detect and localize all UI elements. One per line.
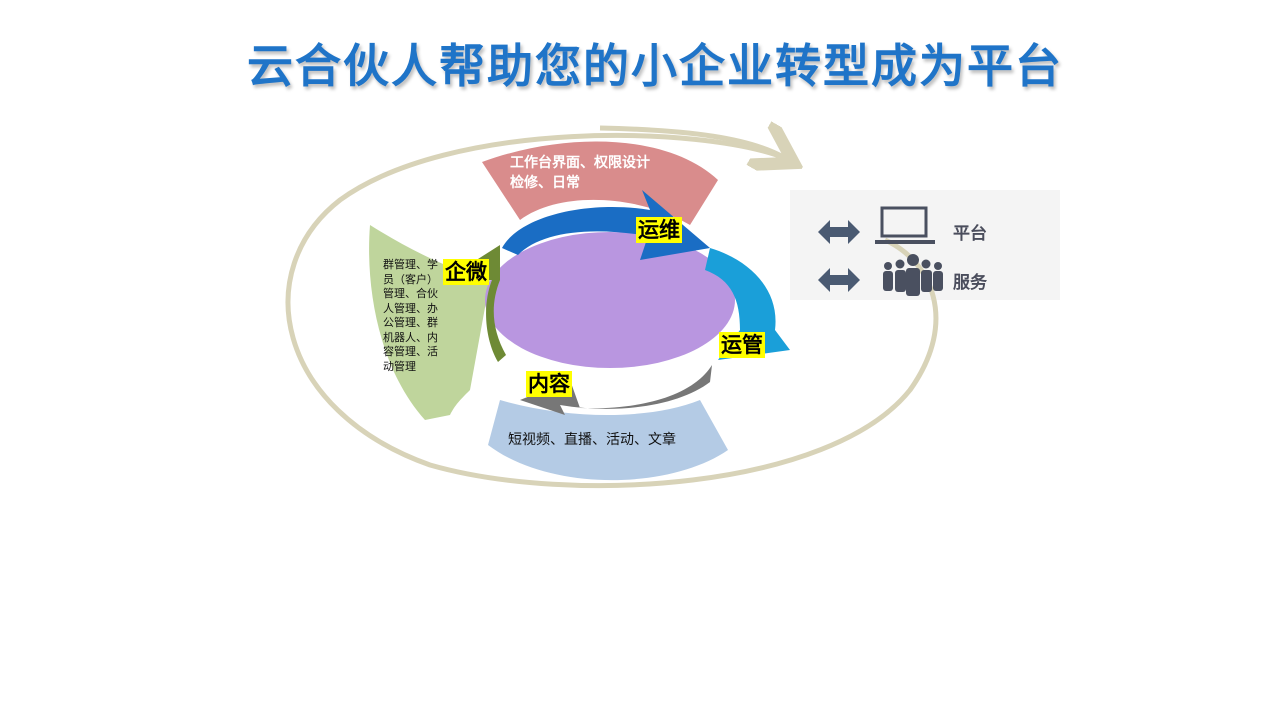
platform-cycle-diagram: 工作台界面、权限设计 检修、日常 群管理、学员（客户）管理、合伙人管理、办公管理…	[270, 120, 1070, 490]
left-segment-text: 群管理、学员（客户）管理、合伙人管理、办公管理、群机器人、内容管理、活动管理	[383, 258, 438, 373]
people-icon	[883, 254, 943, 296]
bottom-segment	[488, 400, 728, 481]
arrow-operations	[705, 248, 790, 360]
orbit-arrow	[599, 128, 785, 158]
legend-service-label: 服务	[953, 273, 987, 293]
label-wecom: 企微	[443, 259, 489, 285]
label-content: 内容	[526, 371, 572, 397]
legend-platform-label: 平台	[953, 224, 987, 244]
top-segment-text: 工作台界面、权限设计 检修、日常	[510, 155, 650, 191]
label-ops-maintenance: 运维	[636, 217, 682, 243]
double-arrow-icon	[818, 220, 860, 292]
label-operations: 运管	[719, 332, 765, 358]
top-segment	[482, 141, 718, 225]
laptop-icon	[875, 206, 935, 244]
page-title: 云合伙人帮助您的小企业转型成为平台	[247, 39, 1063, 93]
orbit-ring	[285, 132, 939, 489]
arrow-content	[520, 365, 712, 415]
bottom-segment-text: 短视频、直播、活动、文章	[508, 432, 676, 448]
center-hub	[485, 232, 735, 368]
